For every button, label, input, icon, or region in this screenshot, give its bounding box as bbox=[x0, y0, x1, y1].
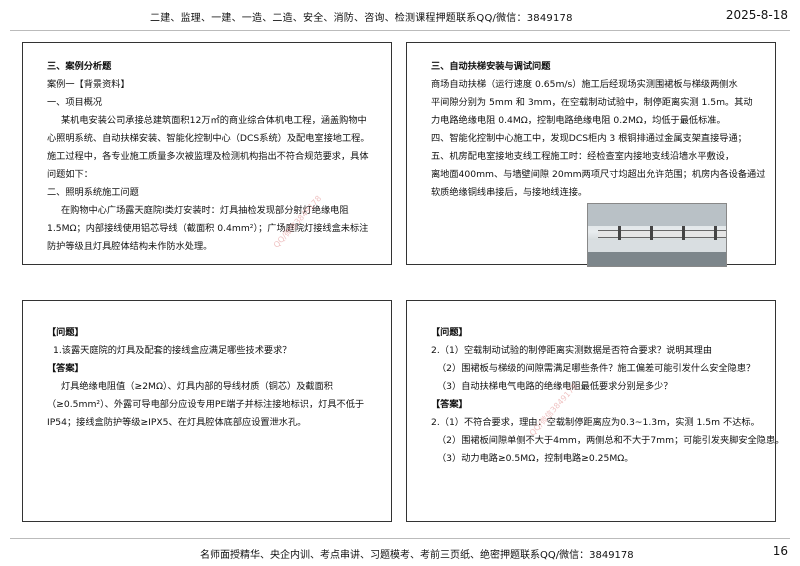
header-date: 2025-8-18 bbox=[725, 8, 788, 22]
page-footer: 名师面授精华、央企内训、考点串讲、习题模考、考前三页纸、绝密押题联系QQ/微信：… bbox=[0, 540, 800, 566]
watermark-stamp: QQ/微信3849178 bbox=[271, 193, 324, 250]
text-line: 四、智能化控制中心施工中，发现DCS柜内 3 根铜排通过金属支架直接导通； bbox=[431, 133, 747, 144]
text-line: 离地面400mm、与墙壁间隙 20mm两项尺寸均超出允许范围；机房内各设备通过 bbox=[431, 169, 766, 180]
text-line: 某机电安装公司承接总建筑面积12万㎡的商业综合体机电工程，涵盖购物中 bbox=[61, 115, 367, 126]
text-line: 心照明系统、自动扶梯安装、智能化控制中心（DCS系统）及配电室接地工程。 bbox=[47, 133, 370, 144]
answer-text: （2）围裙板间隙单侧不大于4mm，两侧总和不大于7mm；可能引发夹脚安全隐患。 bbox=[437, 435, 785, 446]
question-text: （2）围裙板与梯级的间隙需满足哪些条件？施工偏差可能引发什么安全隐患？ bbox=[437, 363, 756, 374]
subsection-heading: 二、照明系统施工问题 bbox=[47, 187, 139, 198]
page-number: 16 bbox=[772, 544, 788, 558]
text-line: 软质绝缘铜线串接后，与接地线连接。 bbox=[431, 187, 588, 198]
question-text: 1.该露天庭院的灯具及配套的接线盒应满足哪些技术要求？ bbox=[53, 345, 292, 356]
header-divider bbox=[10, 30, 790, 31]
subsection-heading: 一、项目概况 bbox=[47, 97, 103, 108]
grounding-wire-photo bbox=[587, 203, 727, 267]
answer-text: （3）动力电路≥0.5MΩ，控制电路≥0.25MΩ。 bbox=[437, 453, 634, 464]
answer-heading: 【答案】 bbox=[47, 363, 84, 374]
text-line: 平间隙分别为 5mm 和 3mm，在空载制动试验中，制停距离实测 1.5m。其动 bbox=[431, 97, 753, 108]
answer-text: IP54；接线盒防护等级≥IPX5、在灯具腔体底部应设置泄水孔。 bbox=[47, 417, 307, 428]
section-heading: 三、自动扶梯安装与调试问题 bbox=[431, 61, 551, 72]
slide-panel-escalator-issues: 三、自动扶梯安装与调试问题 商场自动扶梯（运行速度 0.65m/s）施工后经现场… bbox=[406, 42, 776, 267]
page-header: 二建、监理、一建、一造、二造、安全、消防、咨询、检测课程押题联系QQ/微信：38… bbox=[0, 0, 800, 32]
answer-text: 灯具绝缘电阻值（≥2MΩ）、灯具内部的导线材质（铜芯）及截面积 bbox=[61, 381, 333, 392]
answer-text: 2.（1）不符合要求，理由：空载制停距离应为0.3~1.3m，实测 1.5m 不… bbox=[431, 417, 760, 428]
footer-divider bbox=[10, 538, 790, 539]
text-line: 防护等级且灯具腔体结构未作防水处理。 bbox=[47, 241, 213, 252]
text-line: 问题如下： bbox=[47, 169, 93, 180]
case-label: 案例一【背景资料】 bbox=[47, 79, 130, 90]
question-heading: 【问题】 bbox=[431, 327, 468, 338]
answer-text: （≥0.5mm²）、外露可导电部分应设专用PE端子并标注接地标识，灯具不低于 bbox=[47, 399, 365, 410]
slide-panel-question-2: 【问题】 2.（1）空载制动试验的制停距离实测数据是否符合要求？说明其理由 （2… bbox=[406, 300, 784, 522]
slide-panel-case-background: 三、案例分析题 案例一【背景资料】 一、项目概况 某机电安装公司承接总建筑面积1… bbox=[22, 42, 392, 265]
answer-heading: 【答案】 bbox=[431, 399, 468, 410]
header-title: 二建、监理、一建、一造、二造、安全、消防、咨询、检测课程押题联系QQ/微信：38… bbox=[150, 13, 573, 24]
question-text: 2.（1）空载制动试验的制停距离实测数据是否符合要求？说明其理由 bbox=[431, 345, 713, 356]
text-line: 在购物中心广场露天庭院I类灯安装时：灯具抽检发现部分射灯绝缘电阻 bbox=[61, 205, 349, 216]
text-line: 五、机房配电室接地支线工程施工时：经检查室内接地支线沿墙水平敷设， bbox=[431, 151, 735, 162]
text-line: 施工过程中，各专业施工质量多次被监理及检测机构指出不符合规范要求，具体 bbox=[47, 151, 369, 162]
text-line: 商场自动扶梯（运行速度 0.65m/s）施工后经现场实测围裙板与梯级两侧水 bbox=[431, 79, 738, 90]
slide-panel-question-1: 【问题】 1.该露天庭院的灯具及配套的接线盒应满足哪些技术要求？ 【答案】 灯具… bbox=[22, 300, 392, 522]
footer-text: 名师面授精华、央企内训、考点串讲、习题模考、考前三页纸、绝密押题联系QQ/微信：… bbox=[200, 550, 634, 561]
question-text: （3）自动扶梯电气电路的绝缘电阻最低要求分别是多少？ bbox=[437, 381, 673, 392]
text-line: 1.5MΩ；内部接线使用铝芯导线（截面积 0.4mm²）；广场庭院灯接线盒未标注 bbox=[47, 223, 369, 234]
section-heading: 三、案例分析题 bbox=[47, 61, 112, 72]
text-line: 力电路绝缘电阻 0.4MΩ，控制电路绝缘电阻 0.2MΩ，均低于最低标准。 bbox=[431, 115, 726, 126]
question-heading: 【问题】 bbox=[47, 327, 84, 338]
